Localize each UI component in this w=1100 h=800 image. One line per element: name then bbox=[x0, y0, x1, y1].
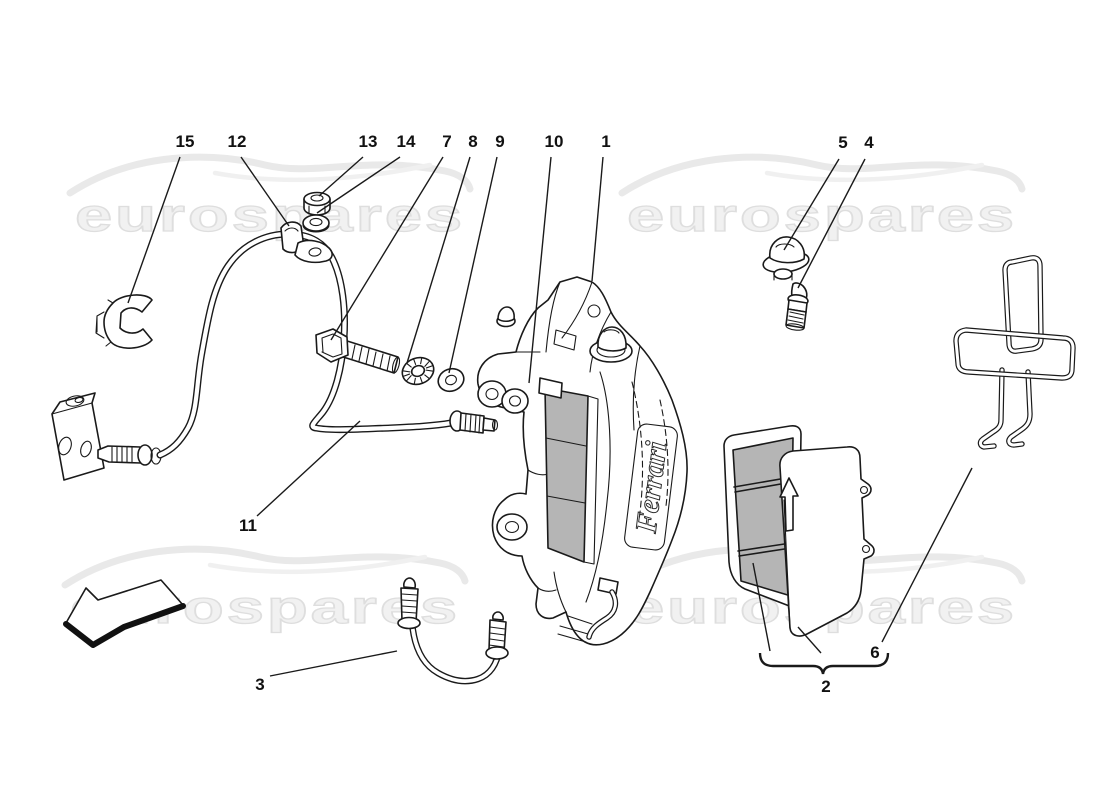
hose-end-fitting bbox=[97, 444, 162, 466]
part-13-nut bbox=[303, 191, 331, 216]
part-14-washer bbox=[302, 214, 330, 233]
swoosh-graphic bbox=[207, 554, 428, 575]
leader-9 bbox=[448, 156, 498, 374]
leader-7 bbox=[330, 156, 444, 341]
swoosh-graphic bbox=[764, 162, 985, 183]
part-label-7: 7 bbox=[442, 132, 451, 151]
watermark: eurospares bbox=[618, 153, 1026, 242]
part-label-14: 14 bbox=[397, 132, 416, 151]
pad-direction-arrow-icon bbox=[779, 477, 799, 532]
part-label-3: 3 bbox=[255, 675, 264, 694]
part-label-6: 6 bbox=[870, 643, 879, 662]
part-label-12: 12 bbox=[228, 132, 247, 151]
swoosh-graphic bbox=[66, 153, 474, 197]
part-label-9: 9 bbox=[495, 132, 504, 151]
caliper-outlet-pipe bbox=[586, 577, 619, 640]
leader-11 bbox=[256, 420, 361, 517]
part-8-lock-washer bbox=[401, 356, 435, 386]
leader-8 bbox=[406, 156, 471, 364]
leader-1 bbox=[591, 156, 604, 282]
part-12-hose-clamp bbox=[280, 221, 333, 264]
part-label-1: 1 bbox=[601, 132, 610, 151]
part-5-dust-cap bbox=[762, 236, 810, 281]
leader-2a bbox=[752, 562, 771, 652]
front-brake-pad bbox=[779, 446, 875, 637]
part-6-pad-spring bbox=[953, 255, 1076, 450]
callout-labels: 15 12 13 14 7 8 9 10 1 5 4 11 3 6 2 bbox=[176, 132, 880, 696]
caliper-bleed-dome bbox=[589, 326, 633, 363]
swoosh-graphic bbox=[61, 545, 469, 589]
leader-14 bbox=[316, 156, 401, 214]
hose-caliper-fitting bbox=[449, 410, 499, 434]
part-label-4: 4 bbox=[864, 133, 874, 152]
swoosh-graphic bbox=[618, 153, 1026, 197]
part-7-bolt bbox=[315, 328, 401, 374]
part-label-5: 5 bbox=[838, 133, 847, 152]
part-9-washer bbox=[437, 367, 465, 393]
part-label-8: 8 bbox=[468, 132, 477, 151]
part-15-retaining-clip bbox=[95, 294, 153, 349]
leader-lines bbox=[127, 156, 973, 677]
leader-13 bbox=[318, 156, 364, 197]
direction-arrow bbox=[63, 579, 186, 648]
swoosh-graphic bbox=[212, 162, 433, 183]
part-label-2: 2 bbox=[821, 677, 830, 696]
part-2-brake-pads bbox=[723, 425, 875, 637]
caliper-inner-pad bbox=[544, 387, 589, 563]
leader-12 bbox=[240, 156, 290, 227]
leader-4 bbox=[797, 158, 866, 289]
bracket-2 bbox=[758, 652, 890, 675]
leader-15 bbox=[127, 156, 181, 304]
part-label-10: 10 bbox=[545, 132, 564, 151]
part-3-brake-pipe bbox=[397, 577, 509, 685]
leader-2b bbox=[797, 626, 822, 654]
part-label-11: 11 bbox=[239, 516, 257, 535]
pipe-left-fitting bbox=[397, 577, 421, 630]
part-label-15: 15 bbox=[176, 132, 195, 151]
watermark-text: eurospares bbox=[627, 189, 1017, 241]
leader-6 bbox=[881, 467, 973, 643]
pipe-right-fitting bbox=[485, 611, 509, 660]
caliper-top-stud bbox=[496, 306, 516, 328]
leader-3 bbox=[269, 650, 398, 677]
leader-10 bbox=[528, 156, 552, 384]
part-4-bleed-screw bbox=[785, 282, 809, 331]
part-11-brake-hose bbox=[51, 230, 499, 481]
leader-5 bbox=[783, 158, 840, 251]
part-label-13: 13 bbox=[359, 132, 378, 151]
